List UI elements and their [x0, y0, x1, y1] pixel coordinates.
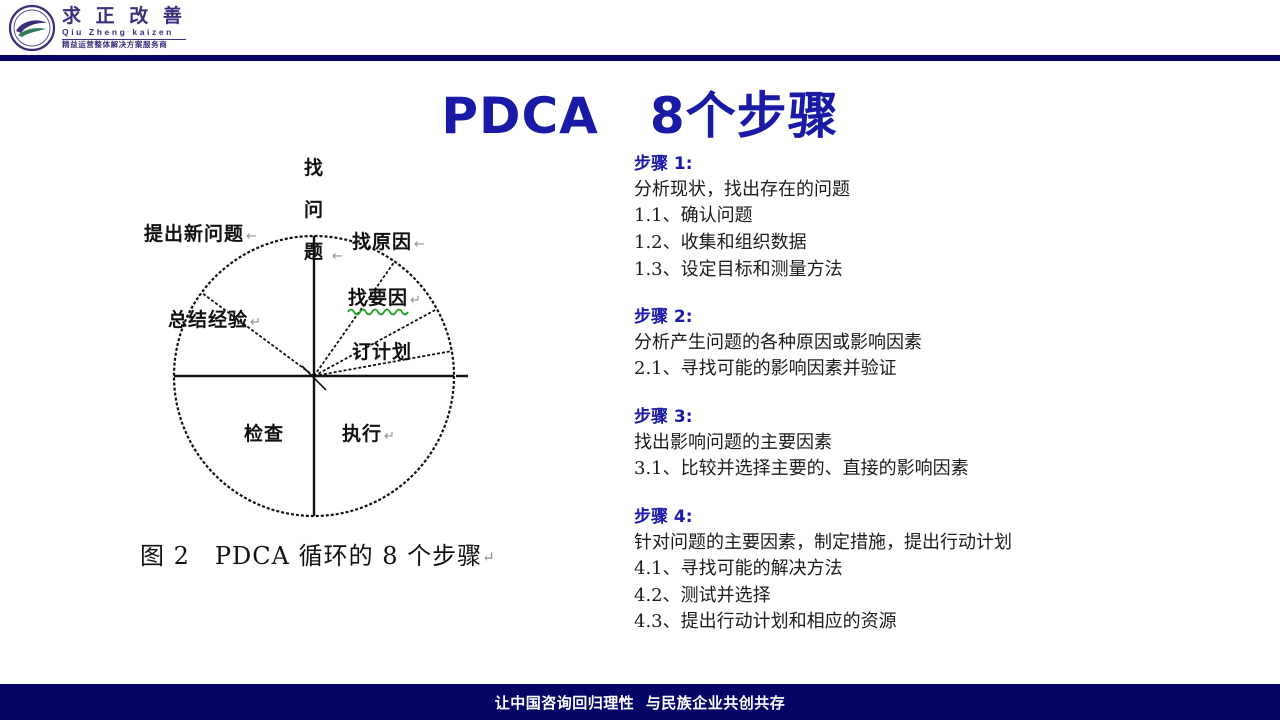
wheel-label-execute: 执行	[342, 422, 382, 445]
brand-tagline: 精益运营整体解决方案服务商	[62, 38, 186, 49]
sector-divider-4	[201, 292, 315, 377]
step-1-heading: 步骤 1:	[634, 154, 693, 174]
step-block-3: 步骤 3: 找出影响问题的主要因素 3.1、比较并选择主要的、直接的影响因素	[634, 405, 1254, 483]
step-2-item-1: 2.1、寻找可能的影响因素并验证	[634, 358, 897, 380]
step-2-summary: 分析产生问题的各种原因或影响因素	[634, 331, 922, 353]
header-band: 求 正 改 善 Qiu Zheng kaizen 精益运营整体解决方案服务商	[0, 0, 1280, 56]
sector-divider-1	[313, 260, 396, 377]
wheel-mark-find-problem: ←	[332, 249, 343, 264]
step-2-heading: 步骤 2:	[634, 307, 693, 328]
wheel-label-check: 检查	[244, 422, 284, 445]
diagram-caption-text: 图 2 PDCA 循环的 8 个步骤	[140, 542, 483, 570]
brand-logo-text: 求 正 改 善 Qiu Zheng kaizen 精益运营整体解决方案服务商	[62, 7, 186, 49]
sector-divider-3	[313, 350, 453, 377]
wheel-mark-find-key-factor: ↵	[410, 293, 421, 308]
footer-band: 让中国咨询回归理性 与民族企业共创共存	[0, 684, 1280, 720]
wheel-label-find-problem-2: 问	[304, 199, 324, 221]
squiggly-underline-icon	[347, 308, 409, 316]
diagram-caption: 图 2 PDCA 循环的 8 个步骤↵	[140, 536, 580, 571]
wheel-mark-execute: ↵	[384, 429, 395, 444]
wheel-mark-summarize: ↵	[250, 315, 261, 330]
step-4-item-2: 4.2、测试并选择	[634, 584, 771, 606]
footer-slogan: 让中国咨询回归理性 与民族企业共创共存	[494, 693, 786, 712]
step-1-summary: 分析现状，找出存在的问题	[634, 178, 850, 200]
wheel-label-summarize: 总结经验	[168, 308, 248, 331]
wheel-label-find-cause: 找原因	[352, 231, 412, 253]
step-4-heading: 步骤 4:	[634, 506, 693, 527]
step-3-summary: 找出影响问题的主要因素	[634, 431, 832, 453]
step-3-heading: 步骤 3:	[634, 407, 693, 428]
wheel-label-find-key-factor: 找要因	[348, 287, 408, 309]
step-block-4: 步骤 4: 针对问题的主要因素，制定措施，提出行动计划 4.1、寻找可能的解决方…	[634, 505, 1254, 636]
step-4-summary: 针对问题的主要因素，制定措施，提出行动计划	[634, 531, 1012, 553]
wheel-label-find-problem-3: 题	[304, 241, 324, 263]
hub-arrow-tick	[301, 365, 327, 391]
step-1-item-1: 1.1、确认问题	[634, 205, 753, 227]
page-title: PDCA 8个步骤	[441, 87, 839, 145]
header-divider-rule	[0, 55, 1280, 61]
brand-name-cn: 求 正 改 善	[62, 5, 186, 28]
wheel-mark-find-cause: ←	[414, 237, 425, 252]
diagram-caption-mark: ↵	[482, 548, 496, 566]
brand-logo: 求 正 改 善 Qiu Zheng kaizen 精益运营整体解决方案服务商	[8, 3, 200, 53]
step-1-item-2: 1.2、收集和组织数据	[634, 231, 807, 253]
step-1-item-3: 1.3、设定目标和测量方法	[634, 258, 843, 280]
step-block-2: 步骤 2: 分析产生问题的各种原因或影响因素 2.1、寻找可能的影响因素并验证	[634, 305, 1254, 383]
wheel-label-raise-new-issue: 提出新问题	[144, 222, 244, 245]
sector-divider-2	[313, 308, 438, 377]
brand-name-pinyin: Qiu Zheng kaizen	[62, 27, 174, 38]
wheel-mark-raise-new-issue: ←	[246, 229, 257, 244]
wheel-label-find-problem-1: 找	[304, 157, 324, 179]
qiuzheng-swoosh-logo-icon	[8, 4, 56, 52]
step-3-item-1: 3.1、比较并选择主要的、直接的影响因素	[634, 458, 969, 480]
pdca-wheel-diagram: 找 问 题 ← 找原因 ← 找要因 ↵ 订计划 总结经验 ↵ 提出新问题 ← 检…	[120, 138, 590, 588]
wheel-label-make-plan: 订计划	[352, 340, 412, 363]
step-block-1: 步骤 1: 分析现状，找出存在的问题 1.1、确认问题 1.2、收集和组织数据 …	[634, 152, 1254, 283]
steps-panel: 步骤 1: 分析现状，找出存在的问题 1.1、确认问题 1.2、收集和组织数据 …	[634, 152, 1254, 658]
step-4-item-1: 4.1、寻找可能的解决方法	[634, 558, 843, 580]
step-4-item-3: 4.3、提出行动计划和相应的资源	[634, 611, 897, 633]
